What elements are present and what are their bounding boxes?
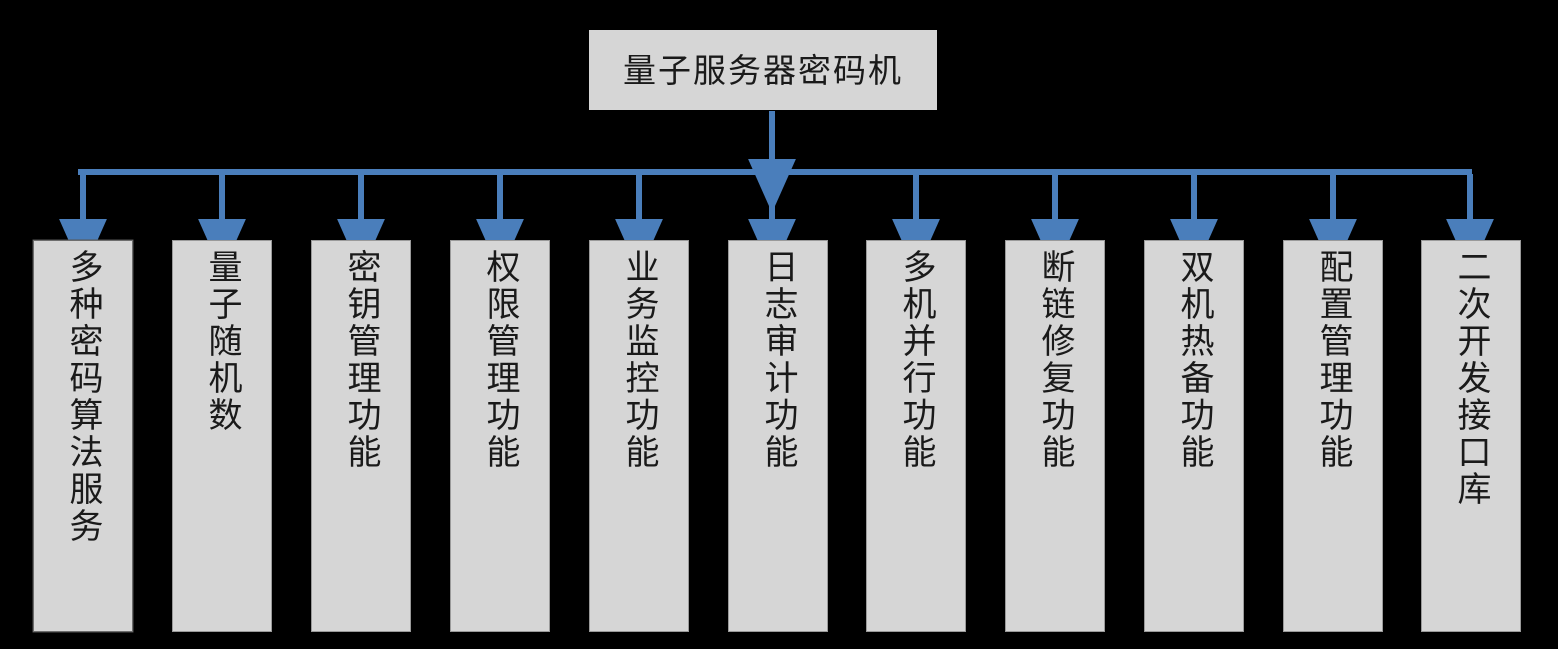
leaf-node-11[interactable]: 二次开发接口库 xyxy=(1421,240,1521,632)
leaf-node-3[interactable]: 密钥管理功能 xyxy=(311,240,411,632)
leaf-node-5[interactable]: 业务监控功能 xyxy=(589,240,689,632)
leaf-node-7[interactable]: 多机并行功能 xyxy=(866,240,966,632)
leaf-node-label-9: 双机热备功能 xyxy=(1174,249,1215,471)
leaf-node-10[interactable]: 配置管理功能 xyxy=(1283,240,1383,632)
root-node-label: 量子服务器密码机 xyxy=(623,50,903,90)
leaf-node-label-8: 断链修复功能 xyxy=(1035,249,1076,471)
leaf-node-label-2: 量子随机数 xyxy=(202,249,243,434)
leaf-node-label-6: 日志审计功能 xyxy=(758,249,799,471)
leaf-node-2[interactable]: 量子随机数 xyxy=(172,240,272,632)
leaf-node-9[interactable]: 双机热备功能 xyxy=(1144,240,1244,632)
leaf-node-4[interactable]: 权限管理功能 xyxy=(450,240,550,632)
leaf-node-label-1: 多种密码算法服务 xyxy=(63,249,104,545)
leaf-node-label-5: 业务监控功能 xyxy=(619,249,660,471)
leaf-node-label-10: 配置管理功能 xyxy=(1313,249,1354,471)
leaf-node-1[interactable]: 多种密码算法服务 xyxy=(33,240,133,632)
leaf-node-label-11: 二次开发接口库 xyxy=(1451,249,1492,508)
leaf-node-label-7: 多机并行功能 xyxy=(896,249,937,471)
root-node[interactable]: 量子服务器密码机 xyxy=(589,30,937,110)
leaf-node-8[interactable]: 断链修复功能 xyxy=(1005,240,1105,632)
leaf-node-6[interactable]: 日志审计功能 xyxy=(728,240,828,632)
leaf-node-label-3: 密钥管理功能 xyxy=(341,249,382,471)
leaf-node-label-4: 权限管理功能 xyxy=(480,249,521,471)
